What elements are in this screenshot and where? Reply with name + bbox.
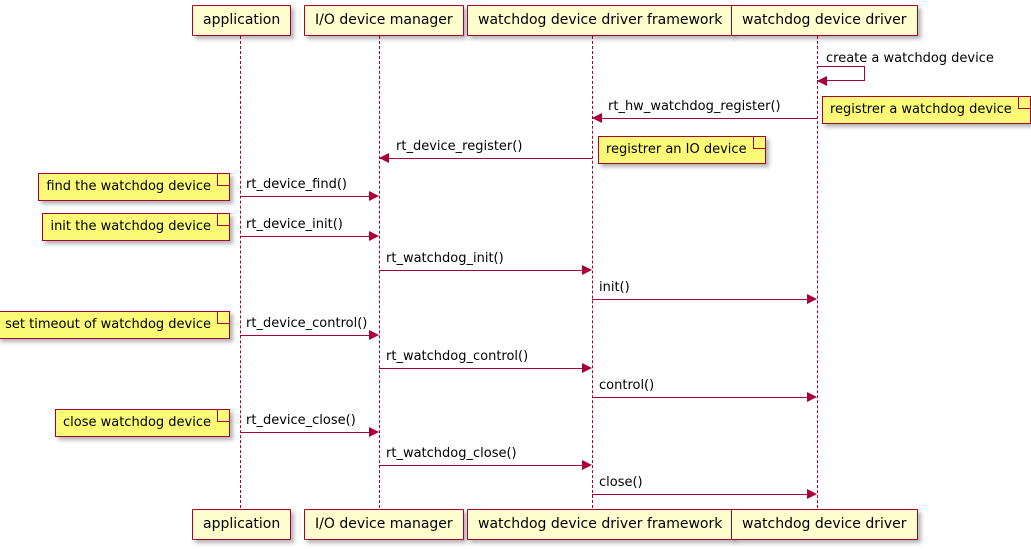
participant-framework-top[interactable]: watchdog device driver framework bbox=[467, 5, 734, 36]
note-fold-icon bbox=[1017, 97, 1030, 109]
arrowhead-rt-device-find bbox=[369, 191, 379, 201]
participant-label: watchdog device driver framework bbox=[478, 516, 723, 532]
arrowhead-rt-device-init bbox=[369, 231, 379, 241]
lifeline-iodm bbox=[379, 36, 380, 508]
message-label-init: init() bbox=[599, 280, 630, 295]
participant-iodm-bottom[interactable]: I/O device manager bbox=[304, 509, 464, 540]
participant-label: watchdog device driver bbox=[742, 516, 907, 532]
participant-label: application bbox=[203, 12, 281, 28]
note-text: close watchdog device bbox=[63, 415, 211, 430]
note-set-timeout-of-watchdog-device: set timeout of watchdog device bbox=[0, 311, 230, 339]
message-label-rt-device-close: rt_device_close() bbox=[246, 413, 356, 428]
note-fold-icon bbox=[217, 312, 229, 324]
lifeline-framework bbox=[592, 36, 593, 508]
message-label-rt-watchdog-init: rt_watchdog_init() bbox=[386, 251, 504, 266]
arrowhead-control bbox=[807, 392, 817, 402]
message-line-rt-device-close bbox=[240, 432, 369, 433]
note-fold-icon bbox=[217, 174, 229, 186]
participant-label: application bbox=[203, 516, 281, 532]
note-text: set timeout of watchdog device bbox=[5, 317, 211, 332]
message-line-rt-watchdog-control bbox=[379, 368, 582, 369]
participant-label: watchdog device driver bbox=[742, 12, 907, 28]
participant-iodm-top[interactable]: I/O device manager bbox=[304, 5, 464, 36]
arrowhead-rt-watchdog-control bbox=[582, 363, 592, 373]
message-label-close: close() bbox=[599, 475, 643, 490]
message-label-rt-watchdog-close: rt_watchdog_close() bbox=[386, 446, 517, 461]
message-label-rt-device-control: rt_device_control() bbox=[246, 316, 368, 331]
participant-label: I/O device manager bbox=[315, 516, 453, 532]
arrowhead-create-watchdog-device bbox=[817, 76, 827, 86]
note-find-the-watchdog-device: find the watchdog device bbox=[38, 173, 230, 201]
note-fold-icon bbox=[752, 137, 765, 149]
participant-application-bottom[interactable]: application bbox=[192, 509, 292, 540]
participant-label: I/O device manager bbox=[315, 12, 453, 28]
message-label-rt-device-init: rt_device_init() bbox=[246, 217, 343, 232]
message-label-control: control() bbox=[599, 378, 655, 393]
note-text: registrer an IO device bbox=[606, 142, 747, 157]
message-label-rt-device-register: rt_device_register() bbox=[396, 139, 523, 154]
message-line-rt-device-control bbox=[240, 335, 369, 336]
note-close-watchdog-device: close watchdog device bbox=[55, 409, 230, 437]
arrowhead-init bbox=[807, 294, 817, 304]
note-fold-icon bbox=[217, 214, 229, 226]
message-label-create-watchdog-device: create a watchdog device bbox=[826, 51, 994, 66]
lifeline-driver bbox=[817, 36, 818, 508]
self-call-driver bbox=[817, 66, 865, 81]
message-line-rt-device-register bbox=[379, 158, 592, 159]
message-label-rt-device-find: rt_device_find() bbox=[246, 177, 347, 192]
message-line-rt-device-find bbox=[240, 196, 369, 197]
message-line-control bbox=[592, 397, 807, 398]
message-line-rt-device-init bbox=[240, 236, 369, 237]
participant-driver-bottom[interactable]: watchdog device driver bbox=[731, 509, 918, 540]
note-registrer-an-io-device: registrer an IO device bbox=[598, 136, 766, 164]
arrowhead-rt-device-control bbox=[369, 330, 379, 340]
note-text: init the watchdog device bbox=[50, 219, 211, 234]
participant-framework-bottom[interactable]: watchdog device driver framework bbox=[467, 509, 734, 540]
message-line-rt-watchdog-close bbox=[379, 465, 582, 466]
arrowhead-rt-watchdog-close bbox=[582, 460, 592, 470]
message-line-init bbox=[592, 299, 807, 300]
message-line-rt-hw-watchdog-register bbox=[592, 118, 817, 119]
lifeline-application bbox=[240, 36, 241, 508]
participant-driver-top[interactable]: watchdog device driver bbox=[731, 5, 918, 36]
message-label-rt-hw-watchdog-register: rt_hw_watchdog_register() bbox=[608, 99, 781, 114]
participant-application-top[interactable]: application bbox=[192, 5, 292, 36]
note-init-the-watchdog-device: init the watchdog device bbox=[42, 213, 230, 241]
arrowhead-close bbox=[807, 489, 817, 499]
note-registrer-a-watchdog-device: registrer a watchdog device bbox=[822, 96, 1031, 124]
arrowhead-rt-hw-watchdog-register bbox=[592, 113, 602, 123]
message-label-rt-watchdog-control: rt_watchdog_control() bbox=[386, 349, 529, 364]
note-text: registrer a watchdog device bbox=[830, 102, 1012, 117]
arrowhead-rt-device-register bbox=[379, 153, 389, 163]
participant-label: watchdog device driver framework bbox=[478, 12, 723, 28]
message-line-rt-watchdog-init bbox=[379, 270, 582, 271]
arrowhead-rt-watchdog-init bbox=[582, 265, 592, 275]
note-text: find the watchdog device bbox=[46, 179, 211, 194]
message-line-close bbox=[592, 494, 807, 495]
arrowhead-rt-device-close bbox=[369, 427, 379, 437]
note-fold-icon bbox=[217, 410, 229, 422]
